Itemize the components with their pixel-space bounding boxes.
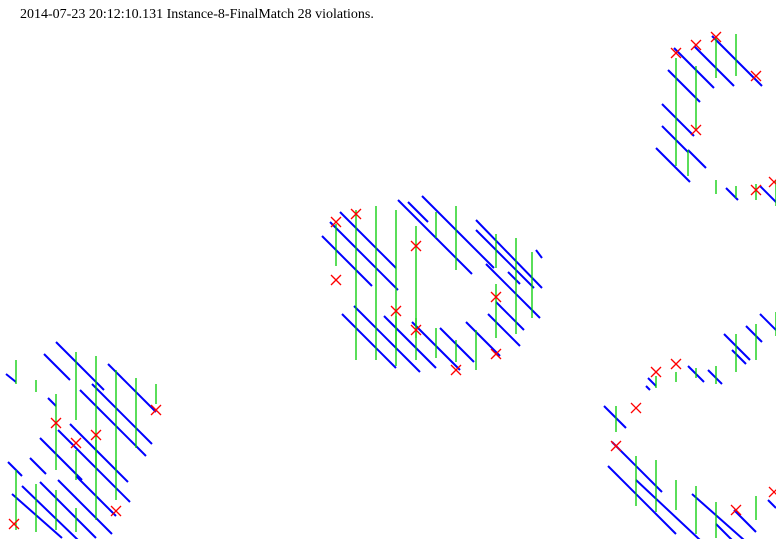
blue-segment: [329, 221, 399, 291]
blue-segment: [339, 211, 397, 269]
blue-segment: [733, 509, 757, 533]
blue-segment: [7, 461, 23, 477]
blue-segment: [321, 235, 373, 287]
violation-marker: [750, 184, 762, 196]
blue-segment: [421, 195, 495, 269]
blue-segment: [39, 437, 83, 481]
blue-segment: [687, 149, 707, 169]
violation-marker: [690, 124, 702, 136]
violation-marker: [410, 324, 422, 336]
blue-segment: [603, 405, 627, 429]
blue-segment: [759, 185, 776, 203]
violation-marker: [50, 417, 62, 429]
blue-segment: [47, 397, 57, 407]
violation-marker: [390, 305, 402, 317]
blue-segment: [767, 499, 776, 509]
blue-segment: [711, 35, 763, 87]
blue-segment: [407, 201, 429, 223]
blue-segment: [693, 45, 735, 87]
violation-marker: [750, 70, 762, 82]
blue-segment: [383, 315, 437, 369]
blue-segment: [39, 481, 97, 539]
blue-segment: [647, 377, 657, 387]
blue-segment: [69, 423, 129, 483]
blue-segment: [107, 363, 157, 413]
blue-segment: [691, 493, 745, 539]
blue-segment: [397, 199, 473, 275]
violation-marker: [150, 404, 162, 416]
violation-marker: [768, 486, 776, 498]
blue-segment: [353, 305, 421, 373]
violation-marker: [650, 366, 662, 378]
violation-marker: [450, 364, 462, 376]
violation-marker: [330, 216, 342, 228]
blue-segment: [507, 271, 521, 285]
blue-segment: [661, 125, 689, 153]
violation-marker: [490, 291, 502, 303]
blue-segment: [707, 369, 723, 385]
blue-segment: [667, 69, 701, 103]
violation-marker: [768, 176, 776, 188]
blue-segment: [723, 333, 751, 361]
blue-segment: [11, 493, 63, 539]
blue-segment: [607, 465, 677, 535]
violation-marker: [330, 274, 342, 286]
blue-segment: [91, 383, 153, 445]
blue-segment: [29, 457, 47, 475]
violation-marker: [690, 39, 702, 51]
blue-segment: [635, 479, 701, 539]
blue-segment: [57, 429, 131, 503]
blue-segment: [495, 301, 525, 331]
violation-marker: [350, 208, 362, 220]
violation-marker: [490, 348, 502, 360]
blue-segment: [21, 485, 79, 539]
blue-segment: [43, 353, 71, 381]
violation-marker: [630, 402, 642, 414]
blue-segment: [655, 147, 691, 183]
violation-marker: [410, 240, 422, 252]
violation-marker: [670, 358, 682, 370]
blue-segment: [475, 219, 543, 289]
violation-marker: [610, 440, 622, 452]
blue-segment: [341, 313, 397, 369]
blue-segment: [715, 523, 733, 539]
blue-segment: [5, 373, 17, 383]
blue-segment: [465, 321, 501, 357]
violation-marker: [8, 518, 20, 530]
blue-segment: [439, 327, 475, 363]
blue-segment: [645, 385, 651, 391]
blue-segment: [731, 349, 747, 365]
violation-marker: [90, 429, 102, 441]
blue-segment: [535, 249, 543, 259]
violation-marker: [710, 31, 722, 43]
violation-marker: [730, 504, 742, 516]
violation-marker: [70, 437, 82, 449]
violation-marker: [670, 47, 682, 59]
blue-segment: [485, 263, 541, 319]
blue-segment: [673, 47, 715, 89]
blue-segment: [79, 389, 147, 457]
blue-segment: [475, 229, 535, 289]
status-line: 2014-07-23 20:12:10.131 Instance-8-Final…: [20, 7, 374, 22]
blue-segment: [57, 479, 113, 535]
violation-marker: [110, 505, 122, 517]
blue-segment: [759, 313, 776, 331]
blue-segment: [55, 341, 105, 391]
blue-segment: [661, 103, 695, 137]
blue-segment: [487, 313, 521, 347]
blue-segment: [745, 325, 763, 343]
